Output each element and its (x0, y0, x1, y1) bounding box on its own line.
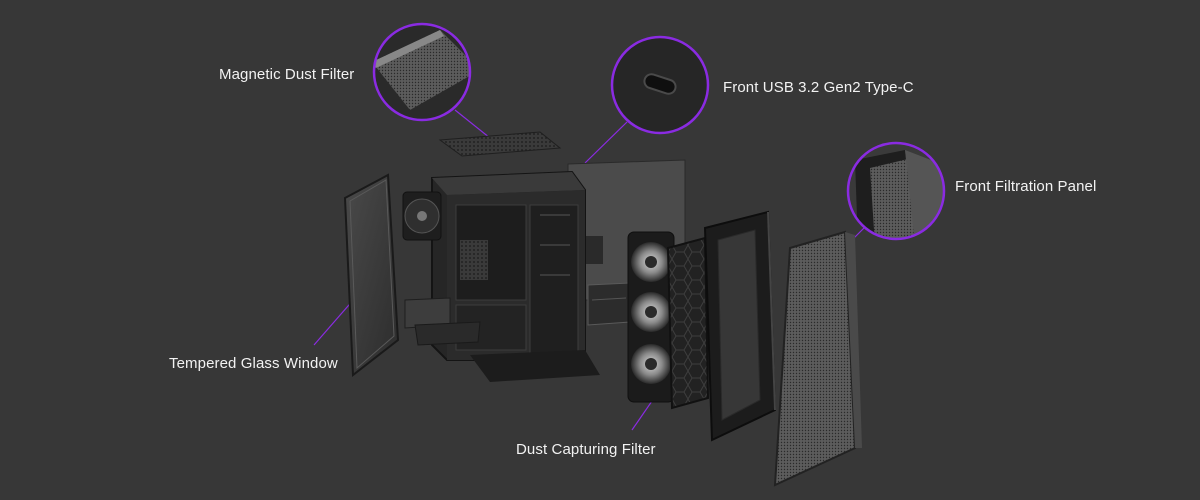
label-front-usb: Front USB 3.2 Gen2 Type-C (723, 79, 914, 96)
case-chassis (431, 170, 600, 382)
front-frame (703, 210, 777, 442)
magnifier-circle-dust-filter (372, 22, 472, 122)
label-tempered-glass-window: Tempered Glass Window (169, 355, 338, 372)
front-filtration-panel (773, 230, 857, 487)
rear-fan (402, 191, 442, 241)
tempered-glass-panel (343, 173, 400, 377)
panel-cutout (585, 236, 603, 264)
front-fans (627, 231, 675, 403)
magnifier-circle-front-panel (846, 141, 946, 241)
leader-magnetic (454, 109, 491, 139)
leader-glass (313, 297, 356, 346)
label-front-filtration-panel: Front Filtration Panel (955, 178, 1097, 195)
label-dust-capturing-filter: Dust Capturing Filter (516, 441, 656, 458)
leader-usb (584, 121, 628, 164)
label-magnetic-dust-filter: Magnetic Dust Filter (219, 66, 355, 83)
drive-cage (587, 282, 631, 326)
top-dust-filter (438, 131, 562, 157)
dust-capturing-filter (666, 236, 710, 410)
magnifier-circle-usb (610, 35, 710, 135)
